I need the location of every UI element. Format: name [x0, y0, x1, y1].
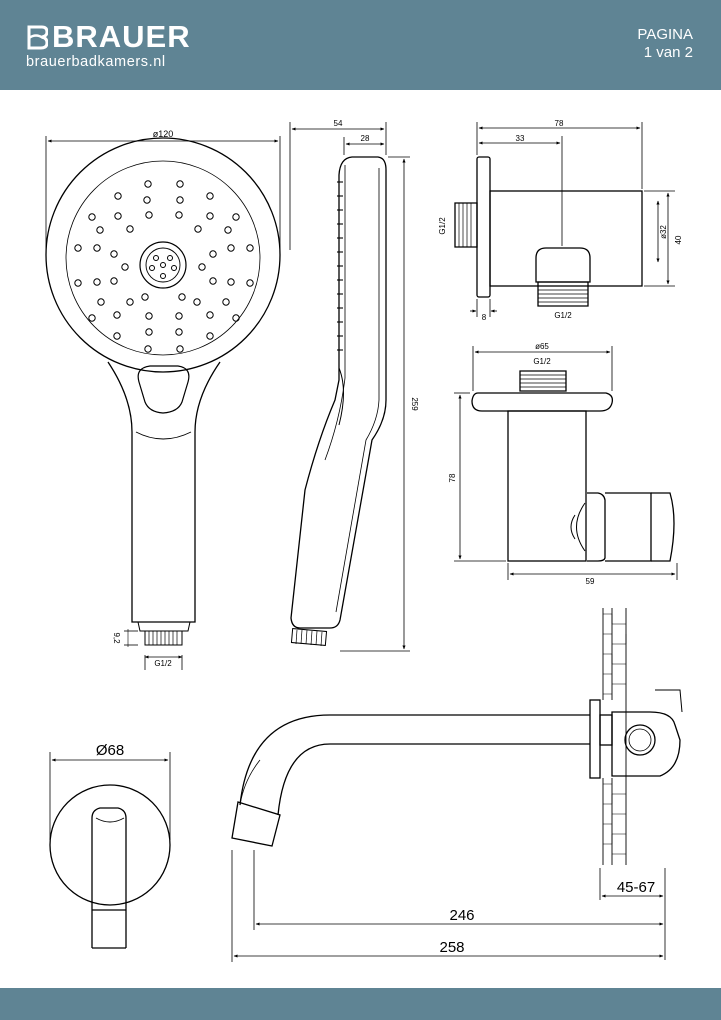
spout-front-dims — [49, 752, 171, 840]
dim-handshower-depth-head: 28 — [361, 134, 370, 143]
dim-handshower-thread: G1/2 — [154, 659, 172, 668]
dim-holder-thread: G1/2 — [533, 357, 551, 366]
dim-wall-thickness: 45-67 — [617, 879, 655, 896]
handshower-front-view — [45, 137, 281, 646]
spout-side-view — [231, 689, 683, 847]
dim-spout-rosette-diameter: Ø68 — [96, 742, 124, 759]
handshower-front-dims — [45, 136, 281, 670]
dim-elbow-height: 40 — [674, 235, 683, 244]
dim-elbow-outlet-thread: G1/2 — [554, 311, 572, 320]
page-indicator: PAGINA 1 van 2 — [637, 26, 693, 62]
handshower-side-dims — [289, 122, 410, 652]
wall-section — [602, 608, 627, 865]
dim-elbow-offset: 33 — [516, 134, 525, 143]
page-label: PAGINA — [637, 26, 693, 43]
brauer-logo-icon — [27, 25, 48, 50]
dim-spout-projection: 246 — [449, 907, 474, 924]
dim-handshower-thread-height: 9,2 — [112, 632, 121, 644]
dim-elbow-inlet-thread: G1/2 — [438, 217, 447, 235]
nozzle-pattern — [74, 180, 254, 353]
wall-holder-view — [471, 370, 675, 562]
dim-handshower-diameter: ø120 — [153, 129, 174, 139]
page-number: 1 van 2 — [643, 44, 693, 61]
dim-elbow-diameter: ø32 — [659, 225, 668, 239]
header-bar: BRAUER brauerbadkamers.nl PAGINA 1 van 2 — [0, 0, 721, 90]
wall-holder-dims — [454, 346, 678, 580]
brand-website: brauerbadkamers.nl — [26, 54, 166, 70]
handshower-side-view — [290, 156, 387, 647]
dim-spout-total-length: 258 — [439, 939, 464, 956]
spout-side-dims — [231, 850, 666, 962]
dim-holder-height: 78 — [448, 473, 457, 482]
wall-elbow-view — [454, 156, 643, 307]
spout-front-view — [49, 784, 171, 949]
wall-elbow-dims — [470, 122, 675, 317]
brand-name: BRAUER — [52, 19, 191, 54]
dim-elbow-flange: 8 — [482, 313, 487, 322]
dim-holder-depth: 59 — [586, 577, 595, 586]
footer-bar — [0, 988, 721, 1020]
dim-handshower-length: 259 — [410, 397, 419, 411]
dim-handshower-depth-total: 54 — [334, 119, 343, 128]
dim-holder-rosette-diameter: ø65 — [535, 342, 549, 351]
dim-elbow-width: 78 — [555, 119, 564, 128]
